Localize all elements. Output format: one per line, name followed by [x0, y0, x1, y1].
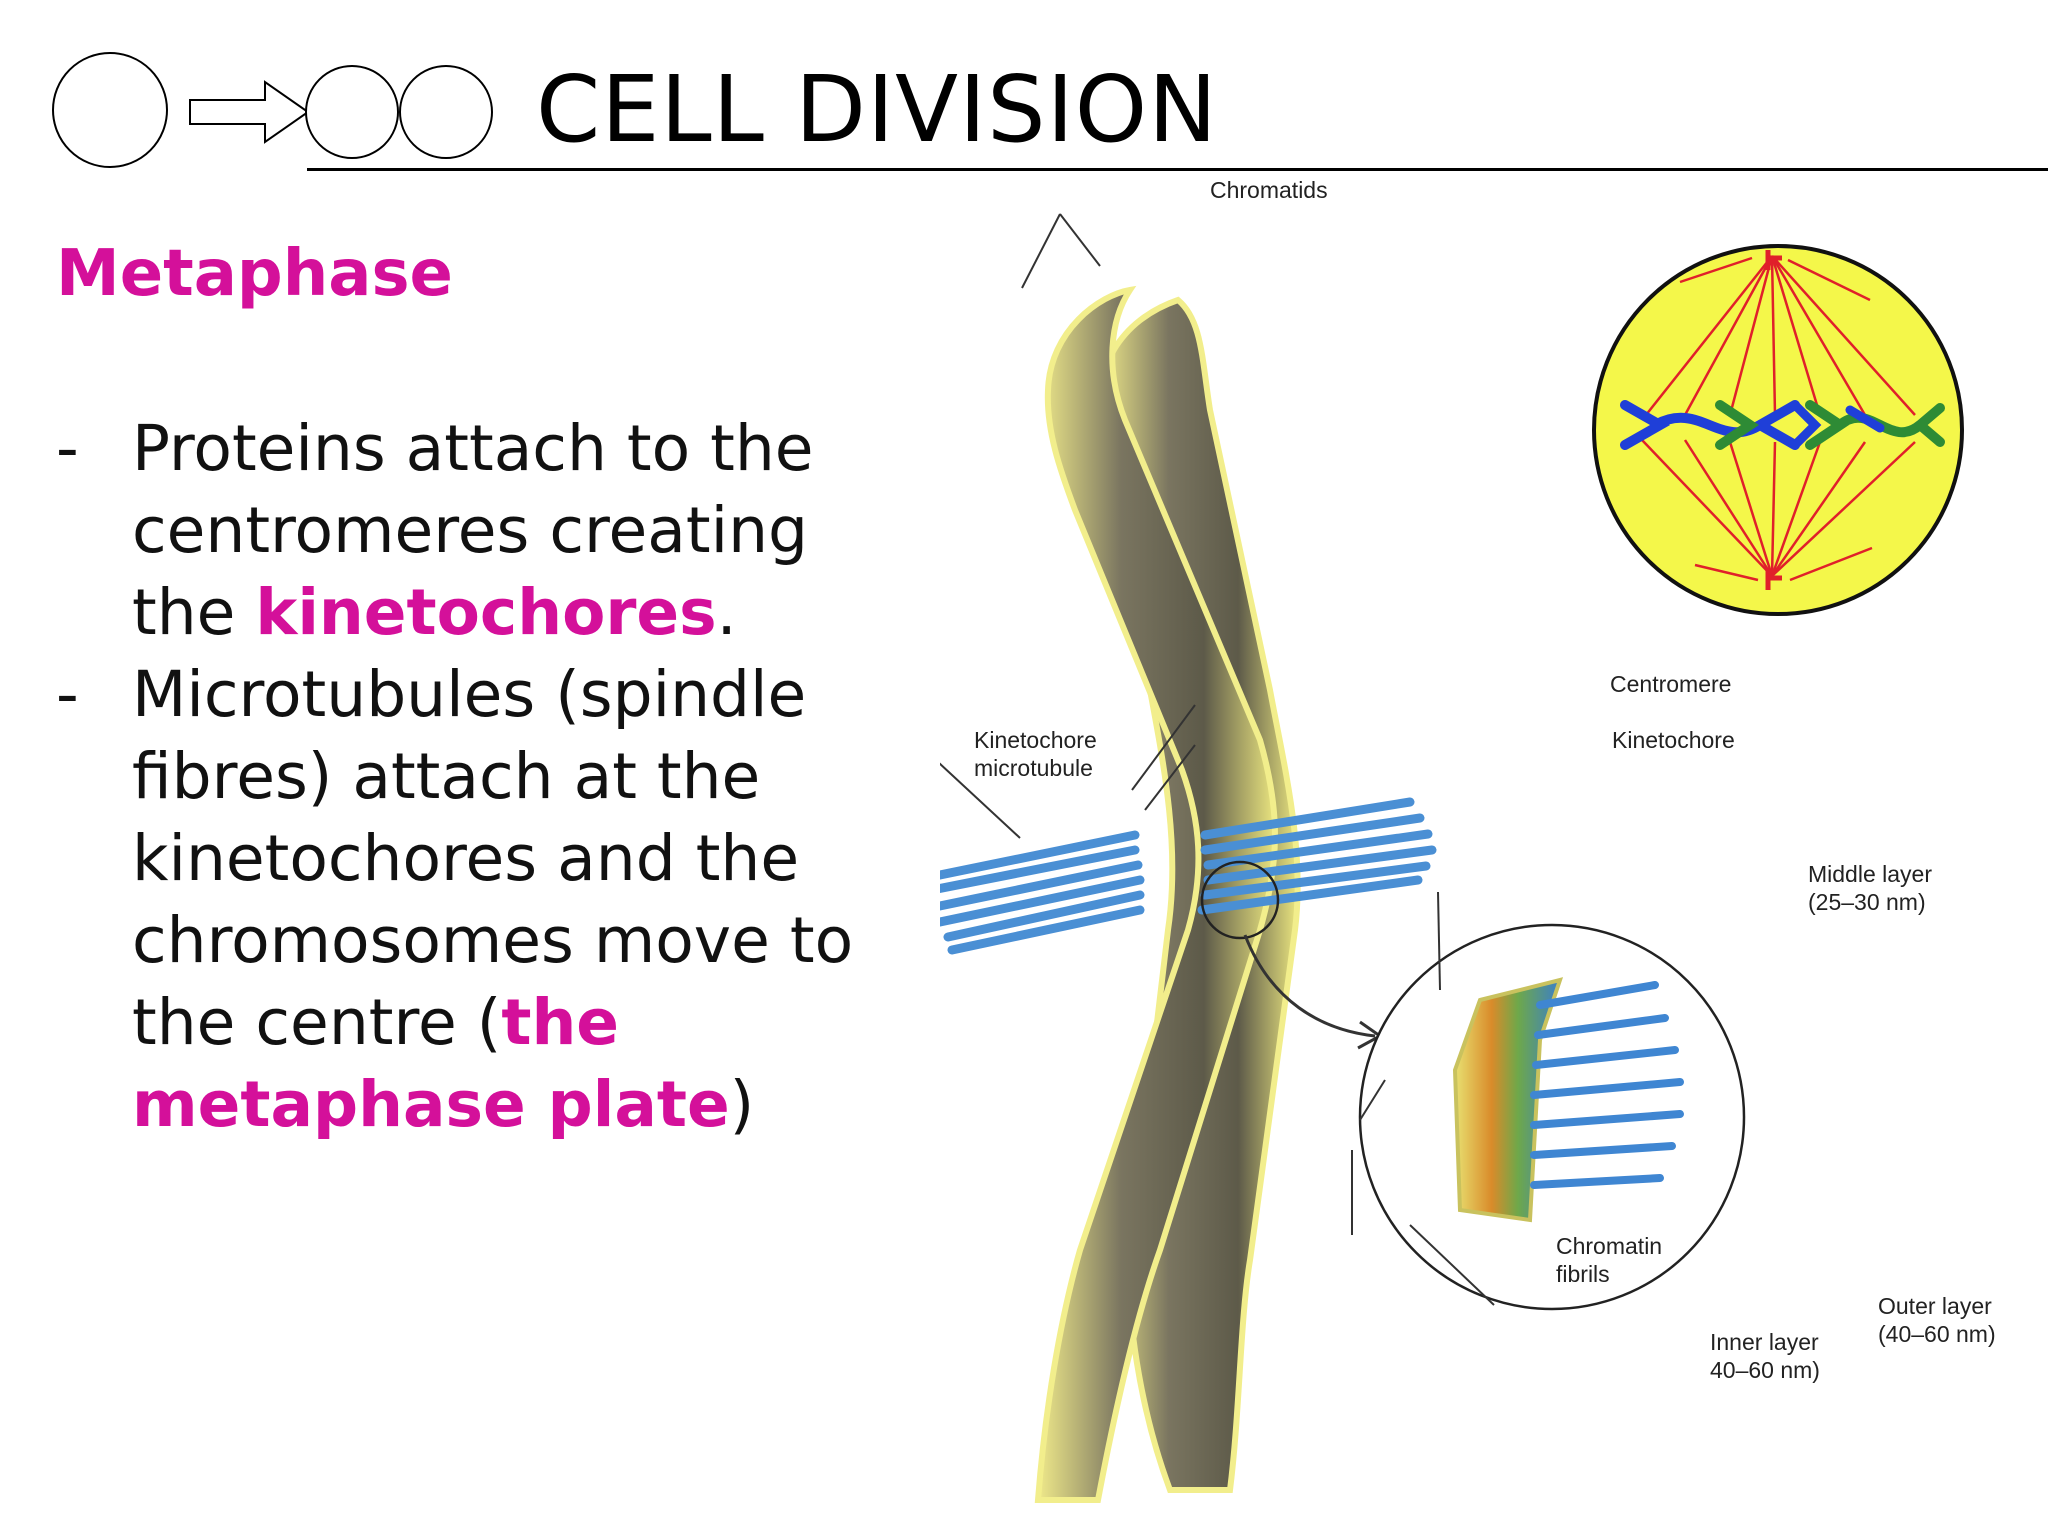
- label-inner-layer: Inner layer 40–60 nm): [1710, 1329, 1820, 1383]
- label-outer-layer: Outer layer (40–60 nm): [1878, 1293, 1996, 1347]
- bullet-marker: -: [56, 412, 79, 485]
- chromosome-blue: [1620, 400, 1800, 450]
- label-chromatids: Chromatids: [1210, 177, 1328, 203]
- bullet-text: Microtubules (spindle fibres) attach at …: [132, 658, 854, 1059]
- label-kinetochore: Kinetochore: [1612, 727, 1735, 753]
- metaphase-cell-diagram: [1592, 244, 1964, 616]
- slide-title: CELL DIVISION: [536, 56, 1218, 163]
- label-middle-layer: Middle layer (25–30 nm): [1808, 861, 1932, 915]
- metaphase-chromosome-figure: Chromatids Centromere Kinetochore Kineto…: [940, 170, 2048, 1536]
- highlight-kinetochores: kinetochores: [255, 576, 717, 649]
- chromosome-illustration: [940, 213, 1964, 1503]
- bullet-text: Proteins attach to the centromeres creat…: [132, 412, 814, 649]
- kinetochore-layers: [1452, 977, 1564, 1223]
- label-centromere: Centromere: [1610, 671, 1732, 697]
- bullet-item: - Proteins attach to the centromeres cre…: [56, 408, 896, 654]
- label-chromatin-fibrils: Chromatin fibrils: [1556, 1233, 1663, 1287]
- bullet-text-end: .: [716, 576, 737, 649]
- centrosome-top: [1765, 250, 1782, 270]
- spindle-fibres: [1641, 255, 1916, 582]
- kinetochore-microtubules-left: [940, 830, 1145, 955]
- label-kinetochore-microtubule: Kinetochore microtubule: [974, 727, 1097, 781]
- cell-division-icon: [52, 52, 493, 168]
- centrosome-bottom: [1765, 570, 1782, 590]
- bullet-marker: -: [56, 658, 79, 731]
- bullet-item: - Microtubules (spindle fibres) attach a…: [56, 654, 896, 1146]
- title-underline: [307, 168, 2048, 171]
- kinetochore-microtubules-right: [1197, 797, 1437, 915]
- phase-heading: Metaphase: [56, 237, 453, 311]
- detail-microtubules: [1530, 981, 1684, 1189]
- callout-arrow: [1243, 934, 1376, 1038]
- arrow-right-icon: [189, 80, 310, 144]
- label-leader-lines: [940, 213, 1495, 1306]
- bullet-list: - Proteins attach to the centromeres cre…: [56, 408, 896, 1146]
- bullet-text-end: ): [729, 1068, 755, 1141]
- highlight-metaphase-plate: the metaphase plate: [132, 986, 730, 1141]
